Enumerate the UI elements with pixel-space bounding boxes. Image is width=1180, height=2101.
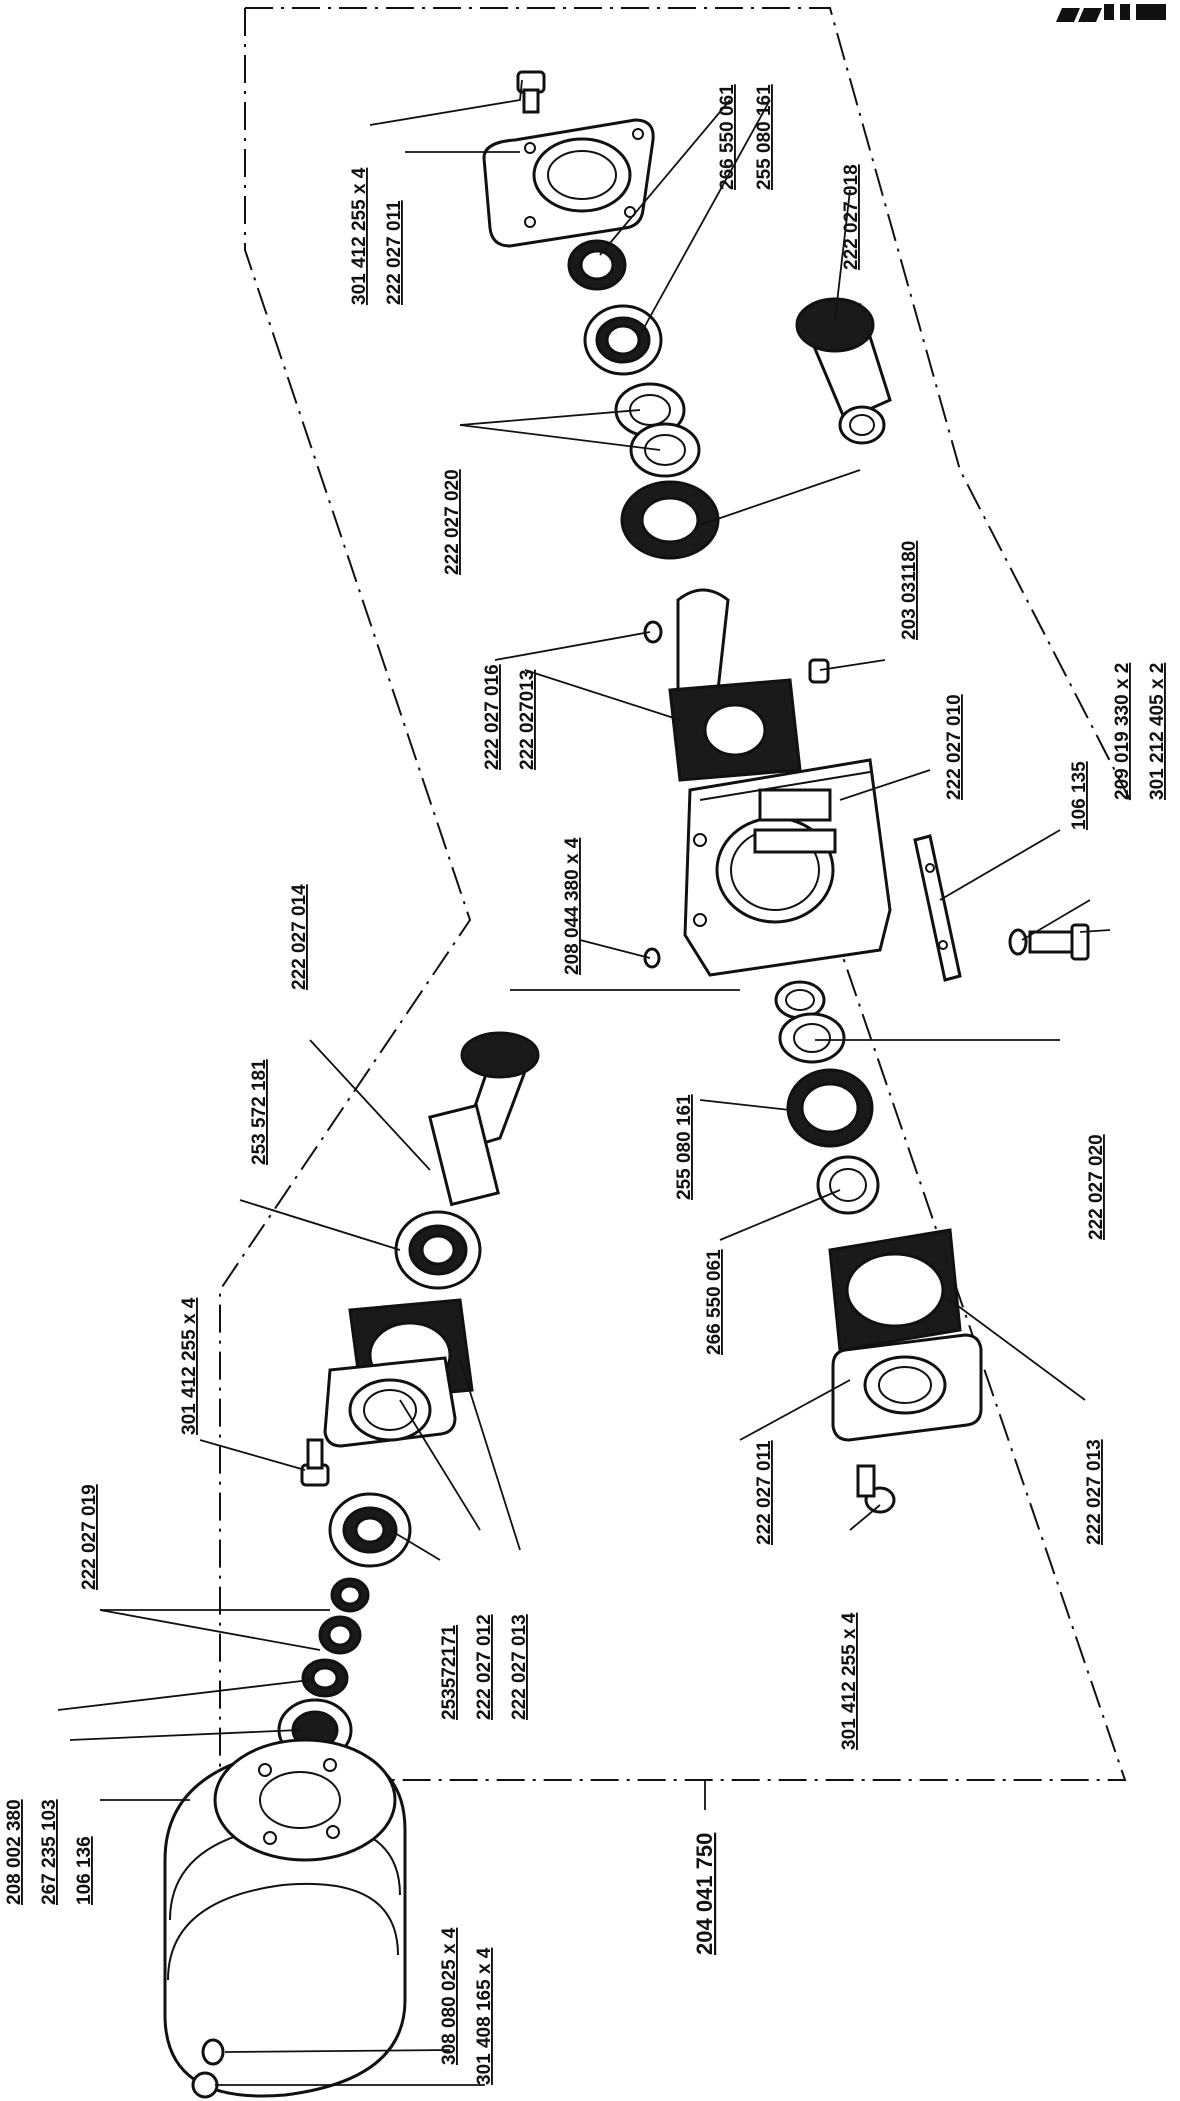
washer-209019330 xyxy=(1008,928,1028,956)
part-labels: 301 412 255 x 4 222 027 011 266 550 061 … xyxy=(4,84,1168,2085)
crown-gear xyxy=(620,480,720,560)
pinion-222027014 xyxy=(428,1031,540,1207)
bearing-top-255080161 xyxy=(583,304,663,376)
label-301412255x4-top: 301 412 255 x 4 xyxy=(349,167,370,305)
label-208002380: 208 002 380 xyxy=(4,1799,25,1905)
cover-bottom-right xyxy=(831,1333,983,1442)
seal-bottom-266550061 xyxy=(816,1155,880,1215)
label-222027013-bl: 222 027 013 xyxy=(509,1614,530,1720)
gasket-middle xyxy=(668,678,802,782)
label-222027014: 222 027 014 xyxy=(289,884,310,990)
label-222027011-top: 222 027 011 xyxy=(384,200,405,305)
label-222027020-bot: 222 027 020 xyxy=(1086,1134,1107,1240)
logo-mark xyxy=(1056,4,1166,22)
bolt-bottom-right xyxy=(856,1464,896,1514)
label-106136: 106 136 xyxy=(74,1836,95,1905)
label-301408165x4: 301 408 165 x 4 xyxy=(474,1947,495,2085)
label-222027011-bot: 222 027 011 xyxy=(754,1440,775,1545)
label-222027018: 222 027 018 xyxy=(841,164,862,270)
label-222027016: 222 027 016 xyxy=(482,664,503,770)
label-106135: 106 135 xyxy=(1069,761,1090,830)
bolt-301408165 xyxy=(191,2071,219,2099)
label-222027019: 222 027 019 xyxy=(79,1484,100,1590)
label-301412255x4-left: 301 412 255 x 4 xyxy=(179,1297,200,1435)
label-253572181: 253 572 181 xyxy=(249,1059,270,1165)
gasket-bottom-right xyxy=(828,1228,962,1352)
shaft-203031180 xyxy=(676,588,730,699)
label-267235103: 267 235 103 xyxy=(39,1799,60,1905)
label-209019330x2: 209 019 330 x 2 xyxy=(1112,663,1133,800)
label-222027020-top: 222 027 020 xyxy=(442,469,463,575)
main-housing-222027010 xyxy=(683,758,892,977)
bearing-253572171 xyxy=(328,1492,412,1568)
seal-top-266550061 xyxy=(567,239,627,291)
label-222027010: 222 027 010 xyxy=(944,694,965,800)
bolt-left xyxy=(300,1438,330,1487)
label-204041750: 204 041 750 xyxy=(692,1833,717,1955)
bolt-top xyxy=(516,70,546,114)
label-301412255x4-bot: 301 412 255 x 4 xyxy=(839,1612,860,1750)
label-222027012: 222 027 012 xyxy=(474,1614,495,1720)
label-308080025x4: 308 080 025 x 4 xyxy=(439,1927,460,2065)
plate-106135 xyxy=(913,834,962,982)
label-203031180: 203 031180 xyxy=(899,541,920,640)
label-255080161-bot: 255 080 161 xyxy=(674,1094,695,1200)
bearing-bottom-255080161 xyxy=(786,1068,874,1148)
washer-308080025 xyxy=(201,2038,225,2066)
leader-lines xyxy=(57,79,1111,2086)
flange-cover-top xyxy=(482,118,655,248)
label-301212405x2: 301 212 405 x 2 xyxy=(1147,663,1168,800)
shims-bottom-222027020 xyxy=(774,980,846,1064)
assembly-boundary xyxy=(219,7,1131,1781)
cover-222027012 xyxy=(323,1356,457,1448)
label-266550061-bot: 266 550 061 xyxy=(704,1249,725,1355)
label-222027013-mid: 222 027013 xyxy=(517,670,538,770)
label-266550061-top: 266 550 061 xyxy=(717,84,738,190)
washer-208044380 xyxy=(643,947,661,969)
bolt-301212405 xyxy=(1028,923,1090,961)
label-255080161-top: 255 080 161 xyxy=(754,84,775,190)
bearing-253572181 xyxy=(394,1210,482,1290)
rings-222027019 xyxy=(301,1577,370,1698)
label-208044380x4: 208 044 380 x 4 xyxy=(562,837,583,975)
plug-right xyxy=(808,658,830,684)
label-222027013-br: 222 027 013 xyxy=(1084,1439,1105,1545)
pulley-106136 xyxy=(163,1738,407,2098)
label-253572171: 253572171 xyxy=(439,1624,460,1720)
shims-top-222027020 xyxy=(614,382,701,478)
bevel-gear-222027018 xyxy=(795,297,892,445)
